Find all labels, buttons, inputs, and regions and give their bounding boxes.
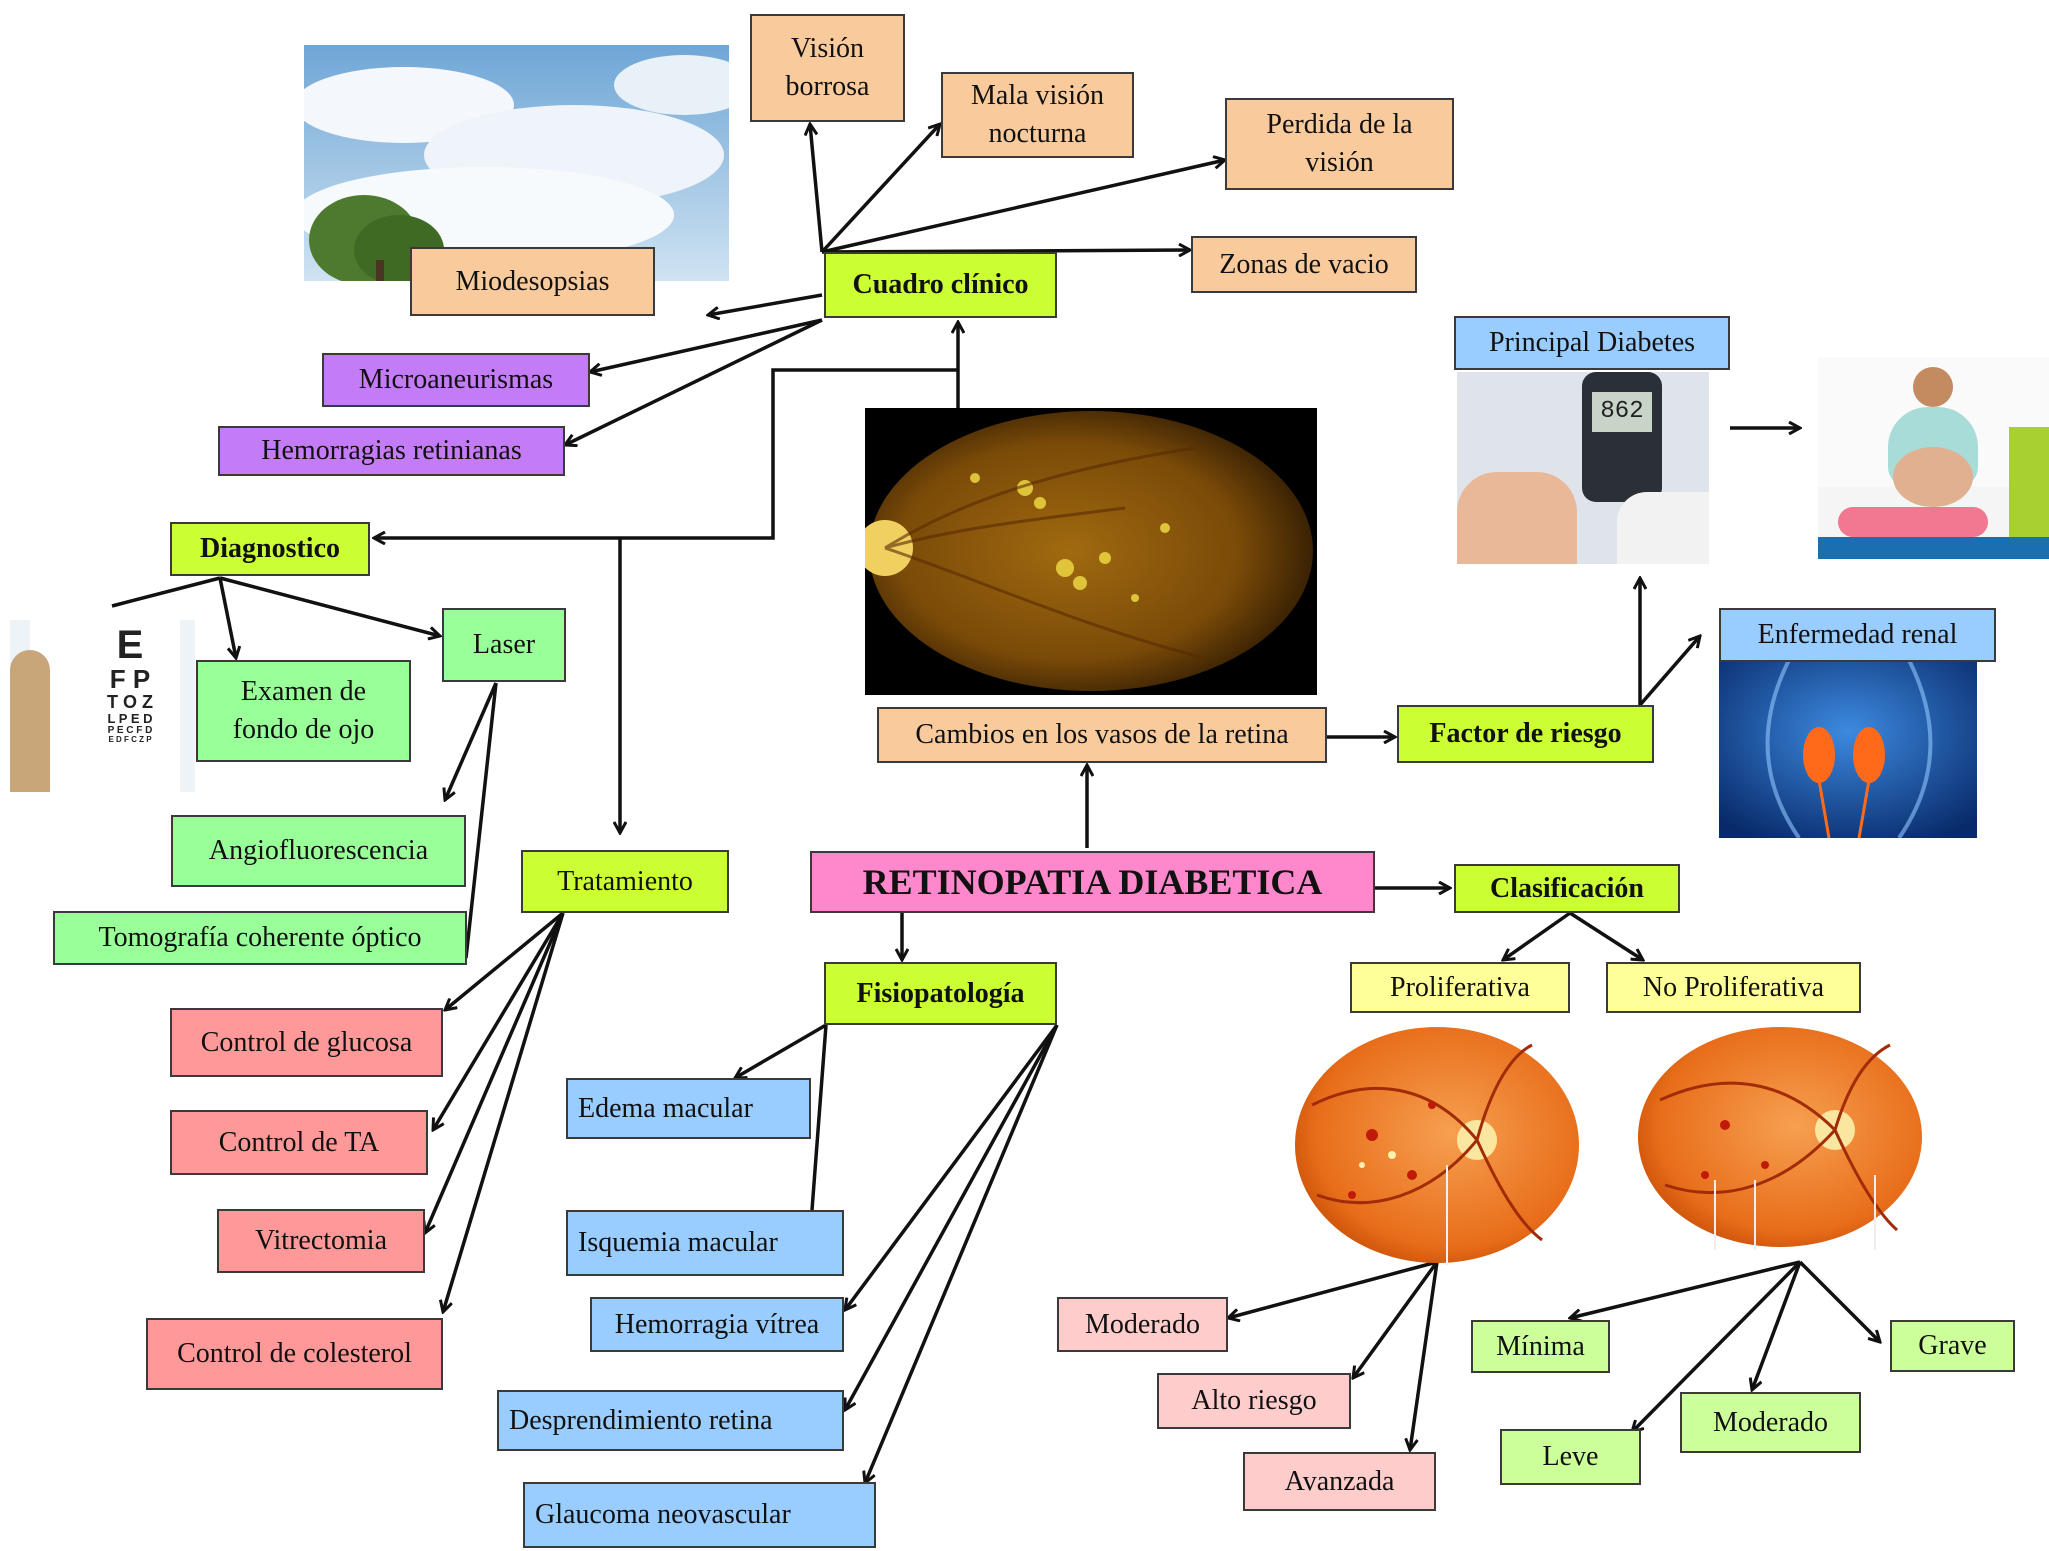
retina-no-proliferativa-image [1635,1025,1925,1250]
diag-examen-fondo-ojo: Examen de fondo de ojo [196,660,411,762]
fisiopatologia-node: Fisiopatología [824,962,1057,1025]
cambios-vasos-node: Cambios en los vasos de la retina [877,707,1327,763]
tratamiento-node: Tratamiento [521,850,729,913]
cuadro-clinico-node: Cuadro clínico [824,252,1057,318]
trat-control-colesterol: Control de colesterol [146,1318,443,1390]
eye-chart-row: F P [109,664,151,694]
symptom-zonas-vacio: Zonas de vacio [1191,236,1417,293]
fisio-isquemia-macular: Isquemia macular [566,1210,844,1276]
noprolif-grave: Grave [1890,1320,2015,1372]
noprolif-leve: Leve [1500,1429,1641,1485]
retina-proliferativa-image [1292,1025,1582,1265]
clasificacion-node: Clasificación [1454,864,1680,913]
factor-principal-diabetes: Principal Diabetes [1454,316,1730,370]
fisio-hemorragia-vitrea: Hemorragia vítrea [590,1297,844,1352]
class-proliferativa: Proliferativa [1350,962,1570,1013]
prolif-avanzada: Avanzada [1243,1452,1436,1511]
sign-microaneurismas: Microaneurismas [322,353,590,407]
trat-vitrectomia: Vitrectomia [217,1209,425,1273]
diag-tomografia: Tomografía coherente óptico [53,911,467,965]
prolif-alto-riesgo: Alto riesgo [1157,1373,1351,1429]
eye-chart-row: E D F C Z P [108,735,152,745]
symptom-miodesopsias: Miodesopsias [410,247,655,316]
sign-hemorragias-retinianas: Hemorragias retinianas [218,426,565,476]
main-title-node: RETINOPATIA DIABETICA [810,851,1375,913]
trat-control-ta: Control de TA [170,1110,428,1175]
class-no-proliferativa: No Proliferativa [1606,962,1861,1013]
eye-chart-row: E [116,623,144,667]
symptom-vision-borrosa: Visión borrosa [750,14,905,122]
symptom-mala-vision-nocturna: Mala visión nocturna [941,72,1134,158]
trat-control-glucosa: Control de glucosa [170,1008,443,1077]
fisio-desprendimiento-retina: Desprendimiento retina [497,1390,844,1451]
diagnostico-node: Diagnostico [170,522,370,576]
eye-chart-row: L P E D [107,711,153,727]
noprolif-moderado: Moderado [1680,1392,1861,1453]
eye-chart-row: T O Z [107,692,153,713]
fisio-glaucoma-neovascular: Glaucoma neovascular [523,1482,876,1548]
factor-riesgo-node: Factor de riesgo [1397,705,1654,763]
diag-angiofluorescencia: Angiofluorescencia [171,815,466,887]
symptom-perdida-vision: Perdida de la visión [1225,98,1454,190]
eye-exam-image: E F P T O Z L P E D P E C F D E D F C Z … [10,620,195,792]
glucometer-image: 862 [1457,372,1709,564]
noprolif-minima: Mínima [1471,1320,1610,1373]
sky-floaters-image [304,45,729,281]
fisio-edema-macular: Edema macular [566,1078,811,1139]
kidney-image [1719,660,1977,838]
factor-enfermedad-renal: Enfermedad renal [1719,608,1996,662]
glucometer-display: 862 [1592,392,1652,432]
fundus-photo-image [865,408,1317,695]
diag-laser: Laser [442,608,566,682]
pregnant-woman-image [1818,357,2049,559]
eye-chart-row: P E C F D [107,724,153,736]
prolif-moderado: Moderado [1057,1297,1228,1352]
